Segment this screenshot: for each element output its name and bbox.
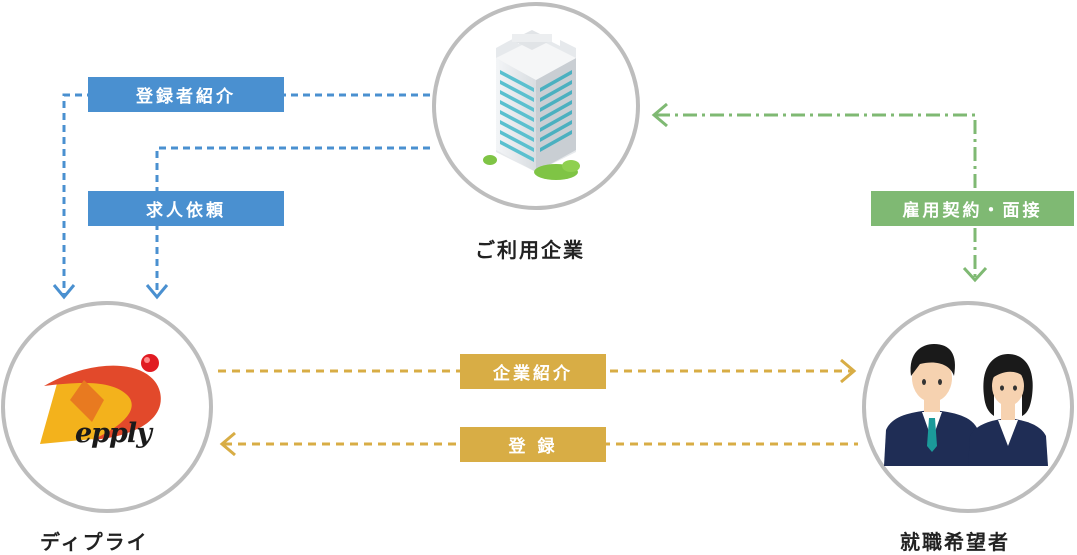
employment-tag: 雇用契約・面接: [871, 191, 1074, 226]
job-request-connector: [155, 146, 430, 295]
employment-arrowhead-down: [962, 266, 988, 283]
job-seekers-icon: [884, 344, 1048, 466]
epply-logo: [40, 354, 161, 444]
jobseekers-circle: [862, 301, 1074, 513]
office-building-icon: [483, 30, 580, 180]
employment-arrowhead-left: [651, 102, 668, 128]
jobseekers-label: 就職希望者: [900, 530, 1010, 554]
registration-tag: 登 録: [460, 427, 606, 462]
company-intro-arrowhead: [840, 358, 857, 384]
registrant-intro-connector: [62, 93, 430, 295]
employment-connector: [656, 113, 977, 278]
company-label: ご利用企業: [475, 238, 585, 262]
epply-label: ディプライ: [40, 530, 149, 554]
registrant-intro-arrowhead: [52, 284, 76, 300]
epply-logo-text: epply: [75, 418, 152, 449]
registration-arrowhead: [219, 431, 236, 457]
registrant-intro-tag: 登録者紹介: [88, 77, 284, 112]
job-request-tag: 求人依頼: [88, 191, 284, 226]
company-intro-tag: 企業紹介: [460, 354, 606, 389]
job-request-arrowhead: [145, 284, 169, 300]
